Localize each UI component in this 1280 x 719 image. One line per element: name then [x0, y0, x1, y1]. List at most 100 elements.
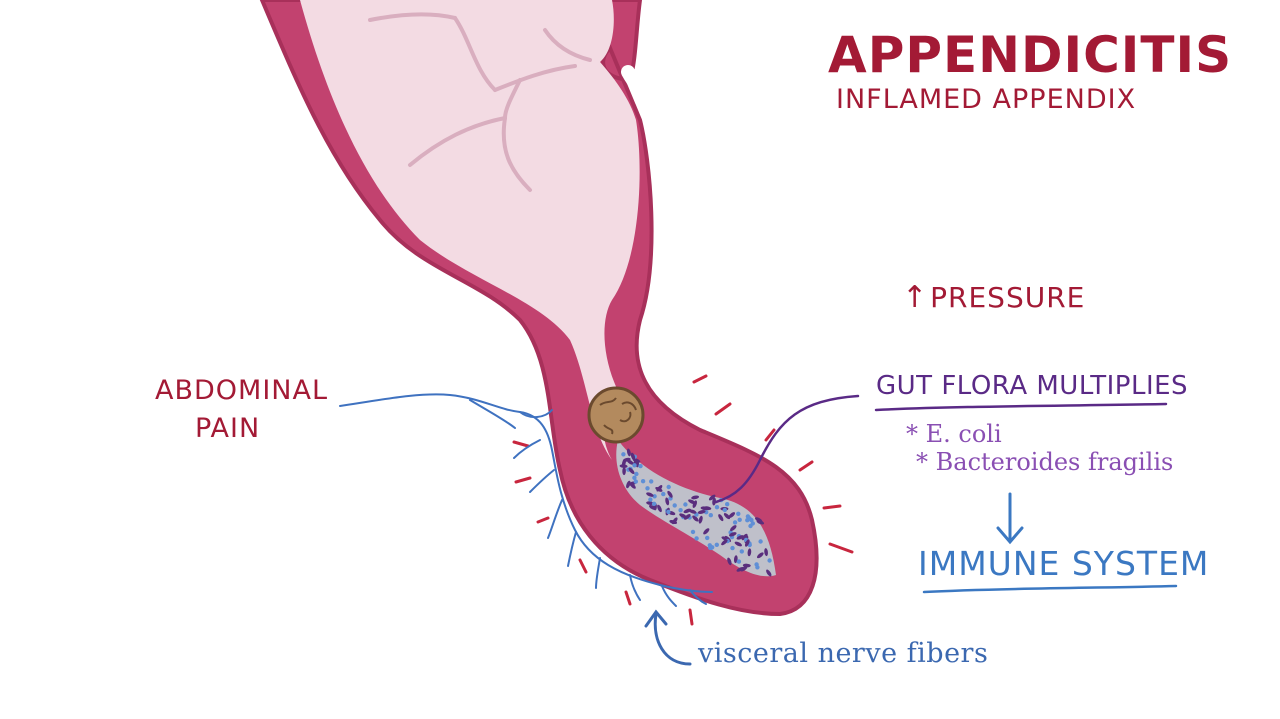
bacterium-rod	[667, 490, 673, 498]
bacterium-rod	[655, 486, 663, 492]
visceral-nerve-label: visceral nerve fibers	[698, 638, 989, 669]
bacterium-coccus	[651, 501, 657, 506]
bacterium-coccus	[633, 479, 638, 484]
bacterium-rod	[665, 497, 670, 506]
wall-opening	[621, 65, 667, 119]
bacterium-rod	[697, 510, 706, 514]
bacterium-coccus	[632, 463, 637, 468]
bacterium-rod	[721, 539, 728, 546]
bacterium-rod	[741, 533, 748, 541]
bacterium-rod	[756, 552, 764, 559]
bacterium-rod	[730, 525, 737, 532]
diagram-title: APPENDICITIS	[828, 26, 1233, 84]
bullet-bacteroides: * Bacteroides fragilis	[916, 448, 1174, 476]
bacterium-rod	[764, 548, 768, 557]
bacterium-coccus	[745, 514, 751, 519]
bacterium-coccus	[634, 471, 639, 477]
bacterium-rod	[628, 467, 635, 475]
bacterium-coccus	[732, 520, 738, 525]
bacterium-coccus	[690, 529, 696, 535]
bacterium-coccus	[694, 536, 699, 541]
pressure-label: ↑PRESSURE	[902, 280, 1085, 315]
bacterium-rod	[621, 458, 627, 467]
bacterium-coccus	[666, 484, 671, 490]
bacterium-coccus	[736, 511, 741, 516]
pressure-text: PRESSURE	[930, 281, 1086, 314]
bacterium-rod	[736, 535, 745, 540]
bacterium-coccus	[645, 486, 650, 491]
bacterium-coccus	[736, 559, 742, 564]
bacterium-coccus	[714, 505, 720, 510]
up-arrow-icon: ↑	[902, 280, 929, 315]
abdominal-pain-line1: ABDOMINAL	[155, 375, 329, 406]
bacterium-rod	[718, 514, 724, 522]
bacterium-coccus	[649, 479, 654, 484]
bacterium-rod	[734, 541, 742, 547]
bacterium-rod	[622, 467, 626, 476]
bacterium-rod	[630, 452, 636, 461]
bacterium-rod	[727, 557, 732, 566]
bacterium-rod	[733, 555, 738, 564]
bacterium-rod	[729, 532, 737, 537]
bacterium-coccus	[632, 475, 637, 480]
bacterium-coccus	[705, 535, 710, 541]
bacterium-coccus	[750, 521, 755, 526]
bacterium-coccus	[708, 513, 713, 518]
bacterium-coccus	[638, 463, 643, 469]
bacterium-rod	[692, 500, 698, 508]
bacterium-coccus	[739, 549, 744, 554]
gut-flora-heading: GUT FLORA MULTIPLIES	[876, 371, 1189, 401]
abdominal-pain-line2: PAIN	[195, 413, 261, 444]
bacterium-rod	[708, 494, 716, 501]
bacterium-coccus	[767, 558, 772, 563]
bacterium-rod	[626, 448, 631, 457]
bacterium-rod	[626, 480, 631, 489]
bacterium-rod	[692, 515, 699, 522]
bacterium-rod	[754, 517, 763, 523]
bacterium-coccus	[714, 542, 719, 547]
immune-underline	[922, 584, 1178, 594]
mucosal-folds	[368, 12, 592, 192]
bullet-ecoli: * E. coli	[906, 420, 1002, 448]
bacterium-coccus	[661, 491, 666, 497]
bacterium-coccus	[678, 508, 683, 513]
curved-up-arrow-icon	[644, 609, 692, 666]
bacterium-rod	[688, 499, 696, 505]
bacterium-rod	[766, 569, 772, 577]
bacterium-rod	[744, 539, 750, 547]
flora-underline	[874, 402, 1168, 412]
bacterium-rod	[703, 528, 710, 535]
bacterium-coccus	[710, 545, 715, 550]
bacterium-rod	[683, 514, 691, 520]
bacterium-coccus	[725, 502, 730, 507]
diagram-subtitle: INFLAMED APPENDIX	[836, 84, 1137, 115]
bacterium-coccus	[621, 452, 626, 457]
down-arrow-icon	[996, 492, 1024, 545]
bacterium-coccus	[648, 497, 653, 502]
bacterium-coccus	[640, 479, 646, 484]
bacterium-coccus	[666, 509, 671, 515]
bacterium-rod	[728, 512, 736, 519]
bacterium-rod	[691, 495, 700, 500]
abdominal-pain-label: ABDOMINAL PAIN	[155, 372, 328, 448]
bacterium-rod	[700, 506, 709, 511]
bacterium-rod	[683, 508, 692, 514]
fecalith	[587, 386, 645, 444]
bacteria-cluster	[619, 448, 772, 577]
bacterium-coccus	[737, 517, 742, 522]
bacterium-coccus	[758, 539, 763, 544]
bacterium-rod	[671, 517, 678, 525]
bacterium-rod	[712, 497, 716, 506]
bacterium-coccus	[672, 503, 677, 508]
inflammation-marks	[512, 374, 854, 626]
bacterium-rod	[747, 548, 752, 557]
bacterium-rod	[679, 513, 687, 519]
bacterium-coccus	[683, 502, 688, 507]
bacterium-coccus	[722, 507, 727, 513]
immune-system-label: IMMUNE SYSTEM	[918, 544, 1210, 583]
bacterium-rod	[740, 565, 748, 572]
visceral-nerve-fibers	[339, 393, 713, 607]
bacterium-rod	[649, 504, 657, 511]
bacterium-rod	[723, 513, 731, 520]
